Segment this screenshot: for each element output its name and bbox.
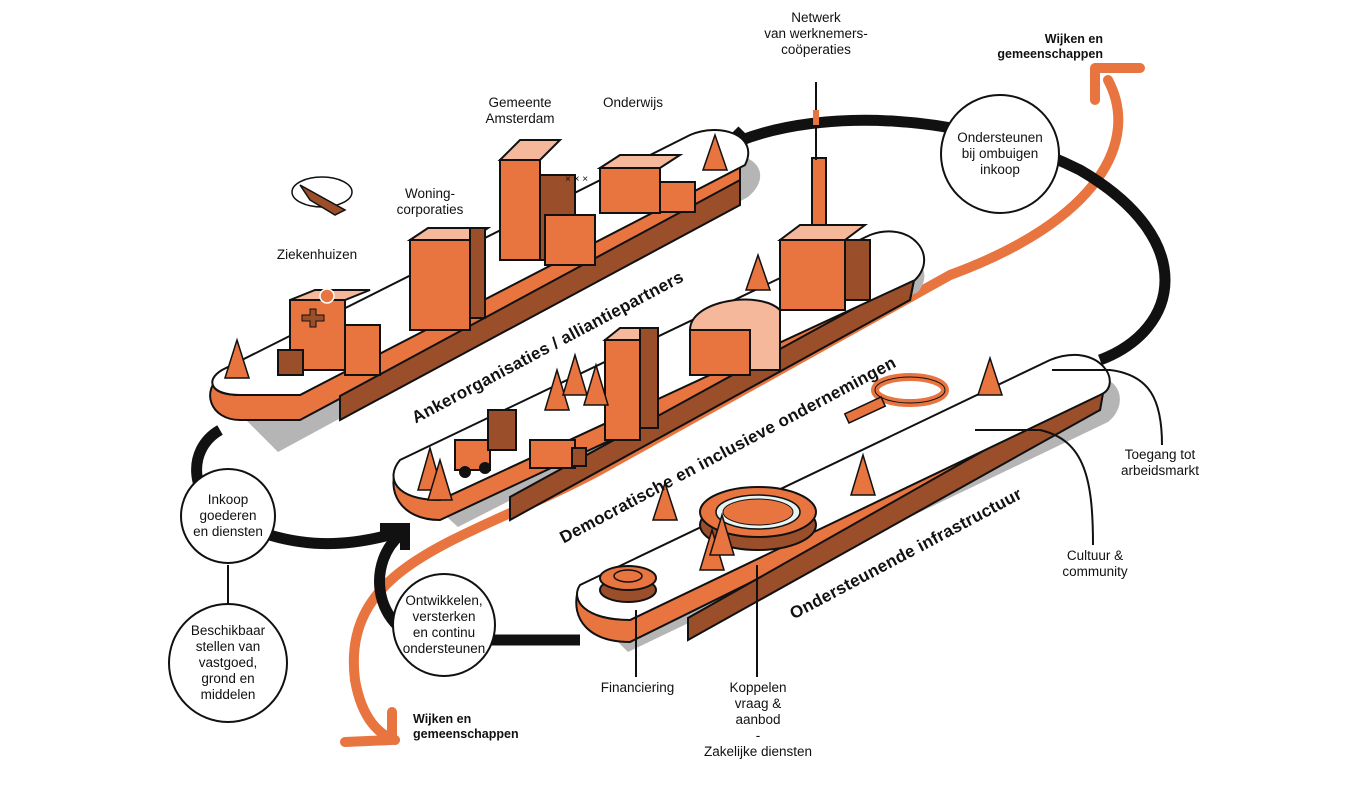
black-loop-path <box>740 114 1171 366</box>
label-network: Netwerk van werknemers- coöperaties <box>764 10 868 57</box>
truck <box>529 439 587 469</box>
trees <box>223 132 1004 571</box>
label-labor-market: Toegang tot arbeidsmarkt <box>1120 447 1200 478</box>
label-municipality: Gemeente Amsterdam <box>485 95 555 126</box>
orange-arrowhead-top <box>1090 63 1145 105</box>
forklift <box>454 409 517 478</box>
label-neighborhoods-top: Wijken en gemeenschappen <box>997 32 1103 61</box>
school-building <box>596 154 696 214</box>
orange-flow-path <box>348 75 1124 745</box>
coin-stack <box>599 565 657 603</box>
circle-procurement: Inkoop goederen en diensten <box>180 468 276 564</box>
black-arrowhead-bottom <box>380 523 410 550</box>
orange-arrowhead-bottom <box>340 707 397 747</box>
circle-real-estate: Beschikbaar stellen van vastgoed, grond … <box>168 603 288 723</box>
magnifier-ring <box>843 373 949 424</box>
circle-support-procurement: Ondersteunen bij ombuigen inkoop <box>940 94 1060 214</box>
municipality-building: × × × <box>497 139 596 266</box>
label-neighborhoods-bottom: Wijken en gemeenschappen <box>413 712 519 741</box>
label-matching: Koppelen vraag & aanbod - Zakelijke dien… <box>703 680 813 759</box>
label-housing: Woning- corporaties <box>396 186 464 217</box>
label-hospitals: Ziekenhuizen <box>276 247 358 262</box>
factory-building <box>777 157 871 311</box>
office-tower <box>602 327 659 441</box>
label-culture: Cultuur & community <box>1062 548 1128 579</box>
circle-develop: Ontwikkelen, versterken en continu onder… <box>392 573 496 677</box>
warehouse-building <box>689 298 781 376</box>
hospital-building <box>277 288 381 376</box>
housing-building <box>406 227 492 331</box>
leader-lines <box>227 82 1163 677</box>
label-financing: Financiering <box>600 680 675 695</box>
svg-text:× × ×: × × × <box>565 174 588 185</box>
label-education: Onderwijs <box>602 95 664 110</box>
helicopter <box>291 176 353 216</box>
